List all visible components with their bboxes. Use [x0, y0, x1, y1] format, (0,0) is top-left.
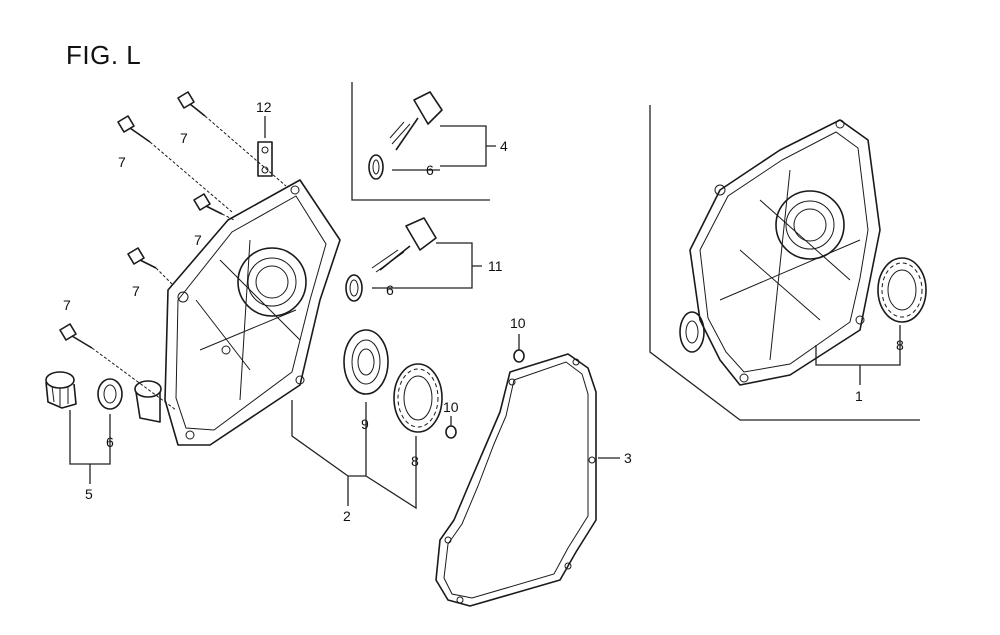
callout-7-c: 7	[194, 232, 202, 248]
leader-lines	[69, 116, 901, 510]
callout-5: 5	[85, 486, 93, 502]
bolt	[177, 91, 206, 117]
callout-7-e: 7	[63, 297, 71, 313]
callout-7-b: 7	[180, 130, 188, 146]
callout-4: 4	[500, 138, 508, 154]
o-ring-alt	[345, 274, 363, 302]
oil-level-gauge	[389, 91, 443, 151]
callout-8-assembly: 8	[896, 337, 904, 353]
callout-7-d: 7	[132, 283, 140, 299]
crankcase-cover	[164, 179, 341, 446]
callout-6-inset: 6	[426, 162, 434, 178]
callout-10-bottom: 10	[443, 399, 459, 415]
callout-6-gauge: 6	[386, 282, 394, 298]
ball-bearing	[393, 363, 443, 433]
callout-7-a: 7	[118, 154, 126, 170]
callout-6-cap: 6	[106, 434, 114, 450]
gasket	[435, 353, 597, 607]
bracket	[257, 141, 273, 177]
callout-12: 12	[256, 99, 272, 115]
callout-2: 2	[343, 508, 351, 524]
bolt	[59, 323, 93, 349]
inset-frame	[351, 82, 490, 201]
crankcase-cover-assembly	[679, 119, 881, 386]
oil-filler-neck	[134, 380, 162, 423]
oil-seal	[343, 329, 389, 395]
callout-labels: 1 2 3 4 5 6 6 6 7 7 7 7 7 8 8 9 10 10 11…	[63, 99, 904, 524]
assembly-frame	[649, 105, 920, 421]
oil-level-gauge-alt	[371, 217, 437, 273]
callout-1: 1	[855, 388, 863, 404]
callout-11: 11	[488, 258, 503, 274]
callout-8-bearing: 8	[411, 453, 419, 469]
bolt	[117, 115, 151, 143]
figure-title: FIG. L	[66, 40, 142, 70]
bolt	[193, 193, 223, 215]
oil-cap-seal	[97, 378, 123, 410]
oil-filler-cap	[45, 371, 77, 409]
callout-10-top: 10	[510, 315, 526, 331]
callout-3: 3	[624, 450, 632, 466]
o-ring	[368, 154, 384, 180]
callout-9: 9	[361, 416, 369, 432]
dowel-pin	[445, 349, 525, 439]
ball-bearing-assembly	[877, 257, 927, 323]
bolt	[127, 247, 157, 269]
